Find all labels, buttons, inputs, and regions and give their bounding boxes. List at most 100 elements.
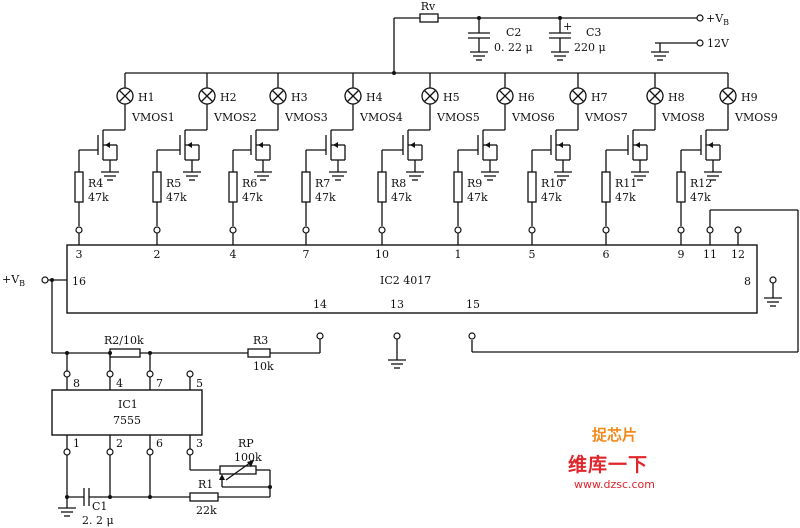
- potentiometer-rp: RP 100k: [190, 437, 271, 488]
- lamp-icon: [269, 87, 287, 105]
- vb-top-terminal: +VB: [696, 12, 729, 27]
- c3-name: C3: [586, 26, 601, 39]
- clock-wire: [270, 332, 324, 354]
- lamp-label: H2: [220, 91, 237, 104]
- lamp-label: H6: [518, 91, 535, 104]
- watermark-title: 维库一下: [568, 454, 649, 476]
- ic2-top-pin: 7: [303, 248, 310, 261]
- gate-resistor-name: R10: [541, 177, 563, 190]
- watermark-top-text: 捉芯片: [592, 426, 638, 444]
- capacitor-c2: C2 0. 22 μ: [468, 18, 533, 61]
- ic2-top-pin: 9: [678, 248, 685, 261]
- ic1-pin-1: 1: [73, 437, 80, 450]
- vmos-transistor-icon: [97, 130, 119, 181]
- ic2-top-pin: 12: [731, 248, 745, 261]
- ic1-pin-3: 3: [196, 437, 203, 450]
- gate-resistor-value: 47k: [541, 191, 562, 204]
- ic2-label: IC2 4017: [380, 274, 431, 287]
- vmos-label: VMOS4: [359, 111, 403, 124]
- watermark-url: www.dzsc.com: [574, 478, 656, 491]
- ic2-top-pin: 4: [230, 248, 237, 261]
- ic2-top-pin: 2: [154, 248, 161, 261]
- lamp-label: H3: [291, 91, 308, 104]
- ic2-top-pin: 6: [603, 248, 610, 261]
- vmos-transistor-icon: [550, 130, 572, 181]
- lamp-label: H8: [668, 91, 685, 104]
- lamp-icon: [344, 87, 362, 105]
- vmos-label: VMOS8: [661, 111, 705, 124]
- lamp-label: H4: [366, 91, 383, 104]
- lamp-icon: [421, 87, 439, 105]
- vb-left-label: +VB: [2, 273, 25, 288]
- vmos-transistor-icon: [627, 130, 649, 181]
- lamp-icon: [496, 87, 514, 105]
- twelve-volt-terminal: 12V: [651, 37, 730, 61]
- c1-value: 2. 2 μ: [82, 514, 114, 527]
- vmos-label: VMOS2: [213, 111, 257, 124]
- ic1-pin-8: 8: [73, 377, 80, 390]
- c1-name: C1: [92, 500, 107, 513]
- gate-resistor-value: 47k: [391, 191, 412, 204]
- ic2-pin-16: 16: [72, 275, 86, 288]
- ic2-pin13-ground: [388, 332, 406, 369]
- gate-resistor-value: 47k: [615, 191, 636, 204]
- ic1-name: IC1: [118, 398, 138, 411]
- r3-name: R3: [253, 334, 268, 347]
- lamp-label: H9: [741, 91, 758, 104]
- ic2-top-pin: 10: [375, 248, 389, 261]
- gate-resistor-name: R12: [690, 177, 712, 190]
- gate-resistor-name: R11: [615, 177, 637, 190]
- vb-top-label: +VB: [706, 12, 729, 27]
- vmos-transistor-icon: [700, 130, 722, 181]
- gate-resistor-value: 47k: [690, 191, 711, 204]
- c2-value: 0. 22 μ: [494, 41, 533, 54]
- ic1-7555: IC1 7555 8 4 7 5 1 2 6 3: [51, 353, 203, 508]
- lamp-icon: [646, 87, 664, 105]
- vmos-label: VMOS7: [584, 111, 628, 124]
- ic1-pin-6: 6: [156, 437, 163, 450]
- c2-name: C2: [506, 26, 521, 39]
- vmos-label: VMOS6: [511, 111, 555, 124]
- vmos-transistor-icon: [250, 130, 272, 181]
- ic2-pin-15: 15: [466, 298, 480, 311]
- gate-resistor-name: R5: [166, 177, 181, 190]
- ic1-pin-2: 2: [116, 437, 123, 450]
- gate-resistor-name: R4: [88, 177, 103, 190]
- lamp-label: H5: [443, 91, 460, 104]
- lamp-icon: [198, 87, 216, 105]
- ic2-top-pin: 3: [76, 248, 83, 261]
- lamp-label: H1: [138, 91, 155, 104]
- r2-label: R2/10k: [104, 334, 144, 347]
- gate-resistor-value: 47k: [166, 191, 187, 204]
- resistor-rv: Rv: [419, 0, 439, 23]
- lamp-icon: [719, 87, 737, 105]
- lamp-icon: [569, 87, 587, 105]
- timing-network: R1 22k C1 2. 2 μ: [58, 478, 272, 527]
- rp-name: RP: [238, 437, 254, 450]
- ic2-top-pin: 1: [455, 248, 462, 261]
- ic1-part: 7555: [113, 414, 141, 427]
- lamp-icon: [116, 87, 134, 105]
- vmos-transistor-icon: [325, 130, 347, 181]
- ic2-pin-13: 13: [390, 298, 404, 311]
- vmos-label: VMOS3: [284, 111, 328, 124]
- r1-name: R1: [198, 478, 213, 491]
- ic1-pin-7: 7: [156, 377, 163, 390]
- lamp-channels: H1VMOS1R447kH2VMOS2R547kH3VMOS3R647kH4VM…: [74, 73, 778, 245]
- site-watermark: 捉芯片 维库一下 www.dzsc.com: [552, 420, 792, 520]
- ic2-pin-8: 8: [744, 275, 751, 288]
- ic1-pin-4: 4: [116, 377, 123, 390]
- rv-label: Rv: [421, 0, 436, 13]
- ic1-pin-5: 5: [196, 377, 203, 390]
- r2-r3-rail: R2/10k R3 10k: [52, 334, 274, 373]
- ic2-pin-14: 14: [313, 298, 327, 311]
